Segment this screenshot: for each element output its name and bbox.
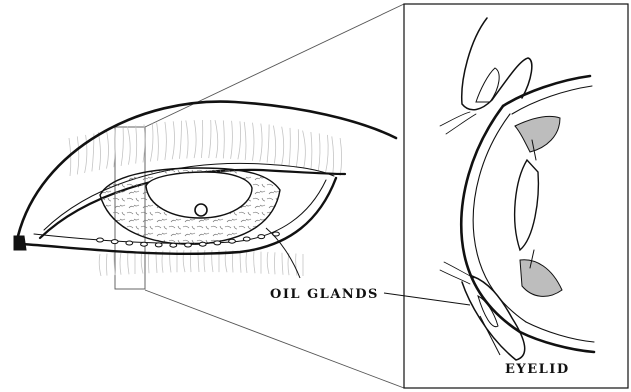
upper-lash [332, 136, 334, 174]
lower-lash [267, 252, 269, 274]
lower-lash [254, 251, 255, 273]
upper-lash [303, 131, 306, 169]
upper-lash [238, 121, 241, 159]
lower-lash [296, 254, 297, 276]
pupil-highlight [195, 204, 207, 216]
upper-lash [215, 120, 218, 158]
iris [100, 168, 280, 244]
upper-lash [85, 135, 87, 173]
upper-lash [136, 126, 137, 164]
upper-lash [231, 121, 233, 159]
upper-lash [273, 126, 275, 164]
lower-lash [149, 251, 150, 273]
upper-lash [326, 135, 329, 173]
upper-lash [223, 120, 224, 158]
gland-opening [258, 235, 265, 239]
lower-lash [288, 253, 289, 275]
gland-opening [126, 241, 133, 245]
upper-lash [150, 124, 153, 162]
upper-lash [311, 132, 312, 170]
gland-opening [185, 243, 192, 247]
oil-glands-label: OIL GLANDS [270, 287, 379, 302]
lower-lash [240, 251, 241, 273]
upper-lash [318, 133, 320, 171]
lower-lash [99, 254, 101, 276]
upper-lash [165, 122, 167, 160]
gland-opening [243, 237, 250, 241]
lower-lash [233, 250, 234, 272]
upper-lash [77, 136, 79, 174]
lower-lash [275, 252, 276, 274]
lower-lash [128, 252, 129, 274]
gland-opening [199, 242, 206, 246]
upper-lash [172, 121, 174, 159]
upper-lash [186, 120, 188, 158]
gland-opening [229, 239, 236, 243]
upper-lash [296, 129, 298, 167]
upper-lash [143, 124, 145, 162]
lower-lash [246, 251, 247, 273]
upper-lash [180, 121, 182, 159]
upper-lash [244, 122, 246, 160]
upper-lash [98, 132, 100, 170]
lower-lash [282, 253, 283, 275]
lower-lash [107, 254, 108, 276]
eyelid-label: EYELID [505, 362, 570, 377]
lower-lash [141, 252, 143, 274]
gland-opening [97, 238, 104, 242]
gland-opening [111, 240, 118, 244]
gland-opening [170, 243, 177, 247]
upper-lash [282, 127, 284, 165]
gland-opening [155, 243, 162, 247]
upper-lash [267, 124, 269, 162]
upper-lash [107, 131, 109, 169]
gland-opening [214, 241, 221, 245]
upper-lash [253, 123, 255, 161]
lower-lash [120, 253, 121, 275]
upper-lash [194, 120, 196, 158]
upper-lash [340, 138, 342, 176]
upper-lash [157, 123, 159, 161]
upper-lash [260, 124, 262, 162]
upper-lash [289, 128, 290, 166]
upper-lash [127, 127, 130, 165]
gland-opening [141, 242, 148, 246]
upper-lash [201, 120, 202, 158]
upper-lash [209, 120, 211, 158]
upper-lash [121, 128, 123, 166]
